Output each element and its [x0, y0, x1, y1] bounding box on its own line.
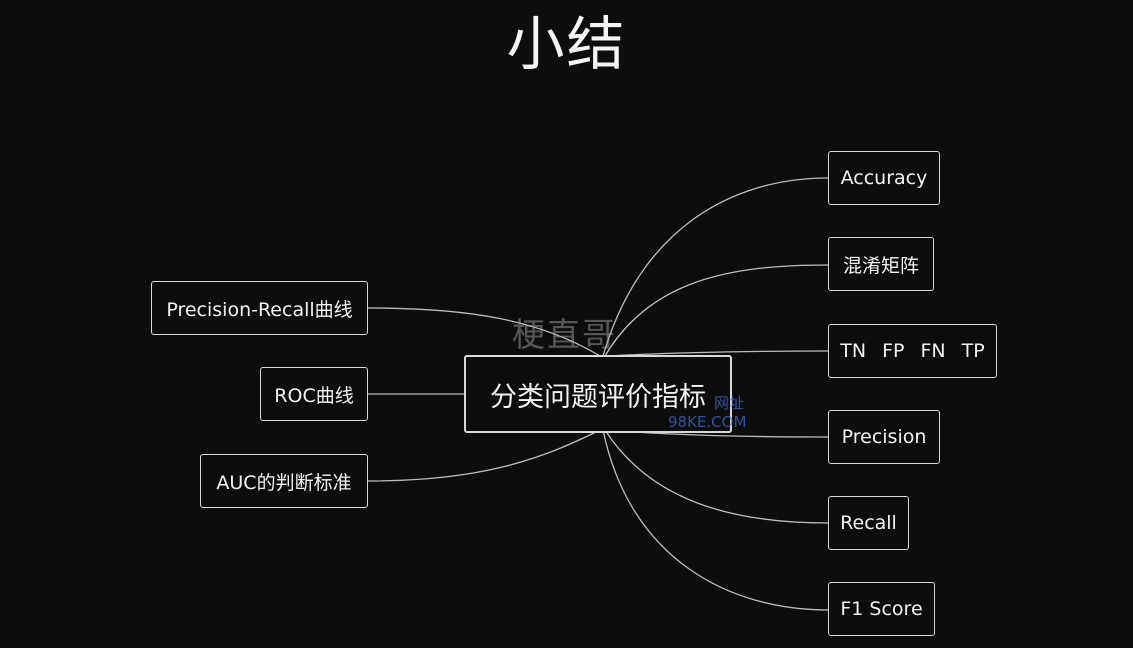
confusion-cell-list: TN FP FN TP: [840, 340, 984, 362]
node-precision: Precision: [828, 410, 940, 464]
node-accuracy: Accuracy: [828, 151, 940, 205]
connector-f1: [602, 429, 829, 611]
connector-pr-curve: [367, 307, 601, 357]
connector-recall: [604, 429, 829, 524]
watermark-site: 网址 98KE.COM: [668, 394, 746, 432]
node-recall: Recall: [828, 496, 909, 550]
connector-confusion-matrix: [604, 264, 829, 357]
node-f1-score: F1 Score: [828, 582, 935, 636]
watermark-name: 梗直哥: [512, 315, 617, 354]
node-confusion-matrix: 混淆矩阵: [828, 237, 934, 291]
cell-fp: FP: [882, 340, 905, 362]
node-confusion-cells: TN FP FN TP: [828, 324, 997, 378]
connector-cells: [607, 350, 829, 357]
cell-tp: TP: [961, 340, 985, 362]
page-title: 小结: [506, 10, 627, 78]
central-topic-node: 分类问题评价指标: [464, 355, 732, 433]
watermark-site-label: 网址: [714, 394, 745, 412]
node-roc-curve: ROC曲线: [260, 367, 368, 421]
node-precision-recall-curve: Precision-Recall曲线: [151, 281, 368, 335]
cell-fn: FN: [920, 340, 946, 362]
cell-tn: TN: [840, 340, 867, 362]
connector-auc: [367, 429, 601, 482]
connector-accuracy: [602, 177, 829, 357]
node-auc-criteria: AUC的判断标准: [200, 454, 368, 508]
watermark-site-url: 98KE.COM: [668, 413, 747, 431]
